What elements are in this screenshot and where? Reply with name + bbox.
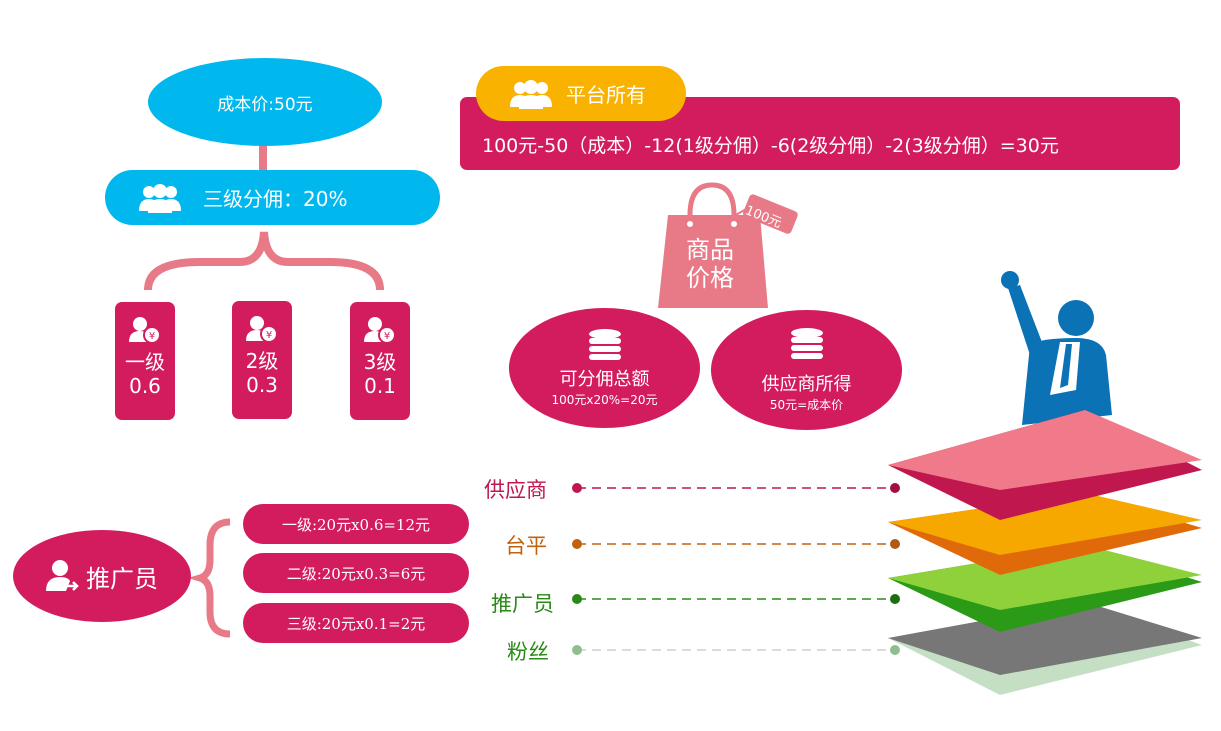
businessman-figure	[1001, 271, 1112, 425]
platform-formula: 100元-50（成本）-12(1级分佣）-6(2级分佣）-2(3级分佣）=30元	[482, 135, 1059, 157]
level-card-1: ¥ 一级 0.6	[115, 302, 175, 420]
layer-label-platform: 台平	[505, 534, 547, 558]
layer-label-fans: 粉丝	[507, 640, 549, 664]
promoter-ellipse: 推广员	[13, 530, 191, 622]
tier-commission-label: 三级分佣：20%	[203, 187, 348, 211]
promoter-label: 推广员	[86, 564, 158, 593]
cost-price-label: 成本价:50元	[217, 94, 313, 115]
level-ratio: 0.6	[129, 374, 161, 398]
cost-price-ellipse: 成本价:50元	[148, 58, 382, 146]
user-yuan-icon: ¥	[246, 316, 278, 343]
users-icon	[510, 79, 552, 109]
supplier-income-ellipse: 供应商所得 50元=成本价	[711, 310, 902, 430]
level-name: 2级	[245, 349, 279, 373]
platform-tab: 平台所有	[476, 66, 686, 121]
layer-label-supplier: 供应商	[484, 478, 547, 502]
platform-tab-label: 平台所有	[566, 83, 646, 107]
level-card-2: ¥ 2级 0.3	[232, 301, 292, 419]
layered-pyramid-illustration	[888, 271, 1202, 695]
svg-text:¥: ¥	[149, 331, 155, 342]
level-ratio: 0.1	[364, 374, 396, 398]
layer-label-promoter: 推广员	[491, 592, 554, 616]
tier-commission-pill: 三级分佣：20%	[105, 170, 440, 225]
level-name: 3级	[363, 350, 397, 374]
users-icon	[139, 183, 181, 213]
user-share-icon	[46, 560, 79, 591]
commission-pool-detail: 100元x20%=20元	[551, 392, 658, 407]
user-yuan-icon: ¥	[129, 317, 161, 344]
promoter-rule-3: 三级:20元x0.1=2元	[243, 603, 469, 643]
level-ratio: 0.3	[246, 373, 278, 397]
promoter-rule-2: 二级:20元x0.3=6元	[243, 553, 469, 593]
svg-text:¥: ¥	[384, 331, 390, 342]
promoter-rule-1: 一级:20元x0.6=12元	[243, 504, 469, 544]
svg-text:¥: ¥	[266, 330, 272, 341]
user-yuan-icon: ¥	[364, 317, 396, 344]
shopping-bag-icon	[658, 182, 798, 308]
supplier-income-title: 供应商所得	[761, 373, 852, 395]
supplier-income-detail: 50元=成本价	[769, 397, 844, 412]
coin-stack-icon	[790, 327, 823, 359]
level-name: 一级	[125, 350, 165, 374]
product-price-title: 商品 价格	[680, 236, 740, 292]
coin-stack-icon	[588, 328, 621, 360]
product-title-line2: 价格	[686, 264, 734, 292]
commission-pool-title: 可分佣总额	[559, 368, 650, 390]
commission-pool-ellipse: 可分佣总额 100元x20%=20元	[509, 308, 700, 428]
level-card-3: ¥ 3级 0.1	[350, 302, 410, 420]
product-title-line1: 商品	[686, 236, 734, 264]
